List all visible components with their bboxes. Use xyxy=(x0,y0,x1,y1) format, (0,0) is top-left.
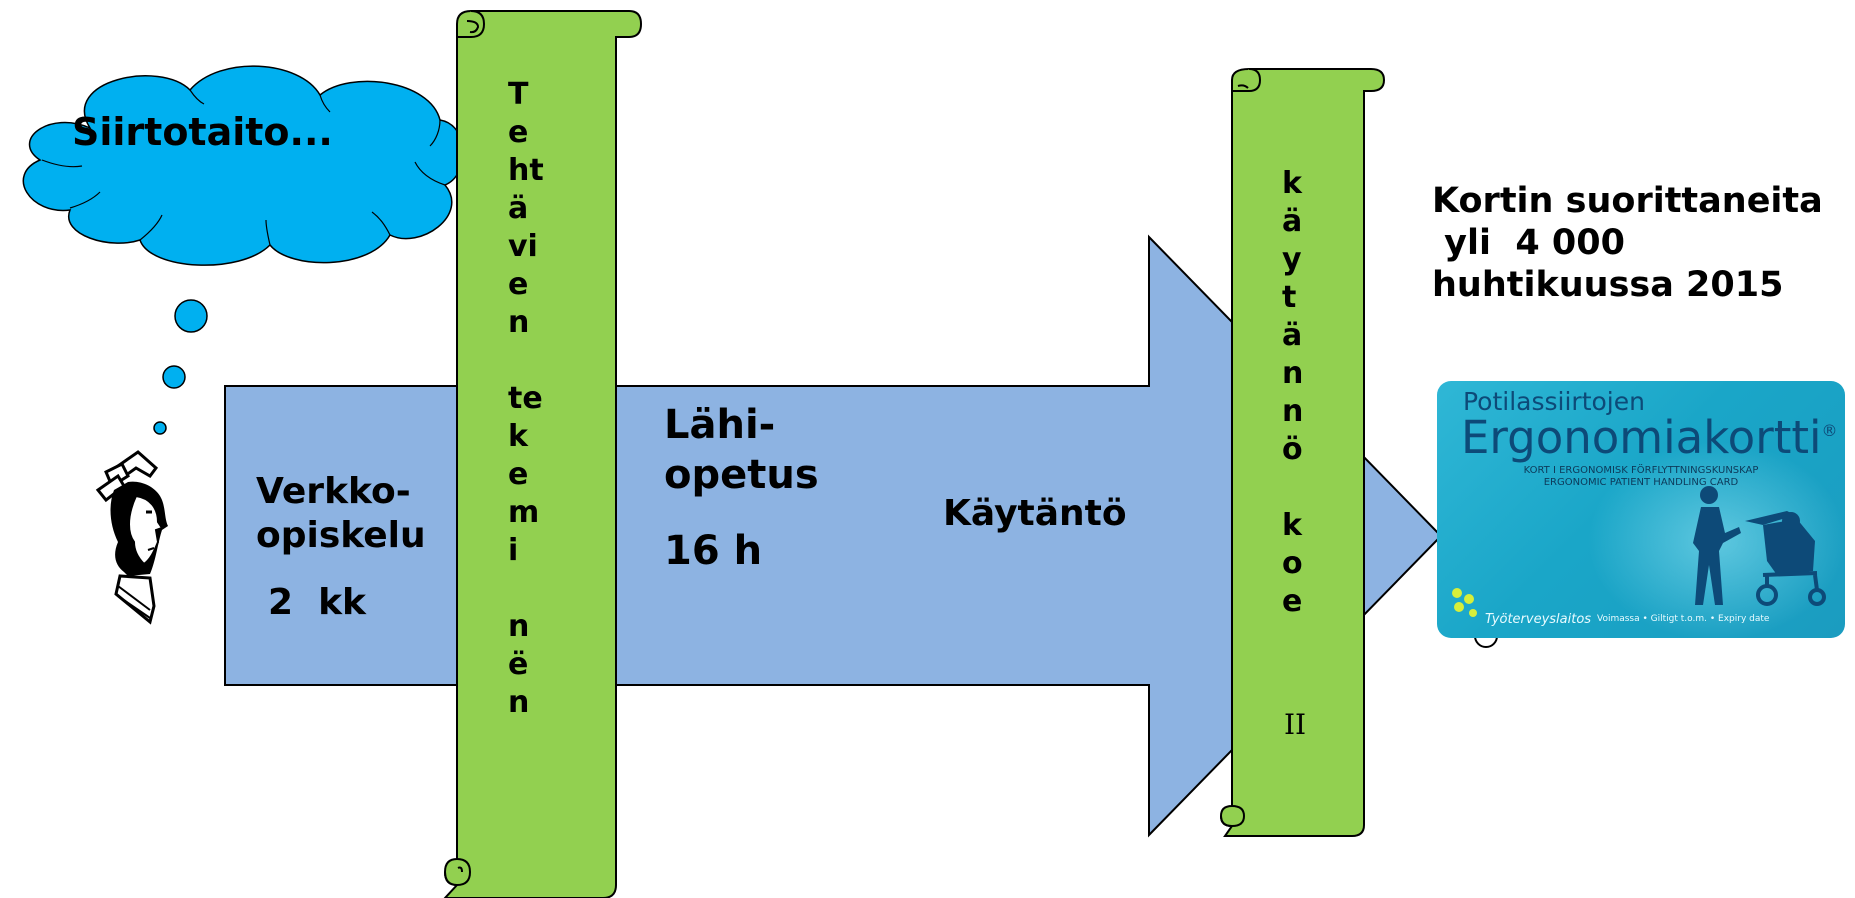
scroll-exam-letter-6: n xyxy=(1282,394,1304,429)
stats-line3: huhtikuussa 2015 xyxy=(1432,265,1784,305)
stage-online-line1: Verkko- xyxy=(256,471,411,512)
scroll-tasks xyxy=(443,10,643,898)
scroll-exam-letter-8 xyxy=(1282,469,1303,507)
thought-dot-medium xyxy=(162,365,186,389)
scroll-tasks-letter-14: n xyxy=(508,609,530,644)
scroll-tasks-letter-1: e xyxy=(508,115,529,150)
scroll-tasks-letter-8: te xyxy=(508,381,543,416)
card-brand: Työterveyslaitos xyxy=(1485,612,1592,627)
scroll-tasks-letter-13 xyxy=(508,570,544,608)
stage-online-duration: 2 kk xyxy=(268,582,366,623)
scroll-exam-letter-5: n xyxy=(1282,356,1304,391)
card-registered-mark: ® xyxy=(1821,421,1838,440)
thought-bubble-text: Siirtotaito... xyxy=(72,110,333,154)
scroll-exam-letter-10: o xyxy=(1282,546,1303,581)
scroll-tasks-letter-11: m xyxy=(508,495,540,530)
scroll-tasks-letter-16: n xyxy=(508,685,530,720)
scroll-tasks-letter-2: ht xyxy=(508,153,544,188)
ergonomics-card: Potilassiirtojen Ergonomiakortti® KORT I… xyxy=(1437,381,1845,638)
stage-online-line2: opiskelu xyxy=(256,515,426,556)
scroll-exam-letter-3: t xyxy=(1282,280,1297,315)
thought-dot-small xyxy=(153,421,167,435)
scroll-exam-letter-9: k xyxy=(1282,508,1302,543)
stats-line2: yli 4 000 xyxy=(1432,223,1625,263)
stage-practice-label: Käytäntö xyxy=(943,493,1127,534)
card-title: Ergonomiakortti® xyxy=(1461,411,1837,464)
stats-line1: Kortin suorittaneita xyxy=(1432,181,1823,221)
card-title-text: Ergonomiakortti xyxy=(1461,411,1822,464)
stage-contact-line2: opetus xyxy=(664,452,819,498)
nurse-head-icon xyxy=(95,450,168,625)
scroll-tasks-letter-5: e xyxy=(508,267,529,302)
stage-contact-duration: 16 h xyxy=(664,528,763,574)
card-validity: Voimassa • Giltigt t.o.m. • Expiry date xyxy=(1597,614,1770,624)
card-swedish-line: KORT I ERGONOMISK FÖRFLYTTNINGSKUNSKAP xyxy=(1523,465,1759,476)
stage-contact-line1: Lähi- xyxy=(664,402,776,448)
scroll-exam-letter-4: ä xyxy=(1282,318,1303,353)
scroll-exam-letter-7: ö xyxy=(1282,432,1303,467)
scroll-tasks-letter-12: i xyxy=(508,533,519,568)
scroll-tasks-letter-6: n xyxy=(508,305,530,340)
card-english-line: ERGONOMIC PATIENT HANDLING CARD xyxy=(1543,477,1739,488)
patient-transfer-icon xyxy=(1693,486,1826,606)
scroll-tasks-letter-0: T xyxy=(508,77,529,112)
scroll-exam-letter-1: ä xyxy=(1282,204,1303,239)
scroll-tasks-letter-7 xyxy=(508,342,544,380)
scroll-tasks-letter-3: ä xyxy=(508,191,529,226)
tyoterveyslaitos-logo-icon xyxy=(1452,588,1477,617)
thought-cloud xyxy=(22,65,464,266)
scroll-exam-letter-11: e xyxy=(1282,584,1303,619)
scroll-exam-letter-0: k xyxy=(1282,166,1302,201)
scroll-tasks-letter-15: ë xyxy=(508,647,529,682)
scroll-exam-numeral: II xyxy=(1284,708,1307,741)
scroll-tasks-letter-9: k xyxy=(508,419,528,454)
scroll-exam-letter-2: y xyxy=(1282,242,1302,277)
scroll-tasks-letter-10: e xyxy=(508,457,529,492)
thought-dot-large xyxy=(174,299,208,333)
card-subtitle: Potilassiirtojen xyxy=(1463,387,1645,416)
scroll-tasks-letter-4: vi xyxy=(508,229,538,264)
scroll-exam xyxy=(1219,68,1386,837)
